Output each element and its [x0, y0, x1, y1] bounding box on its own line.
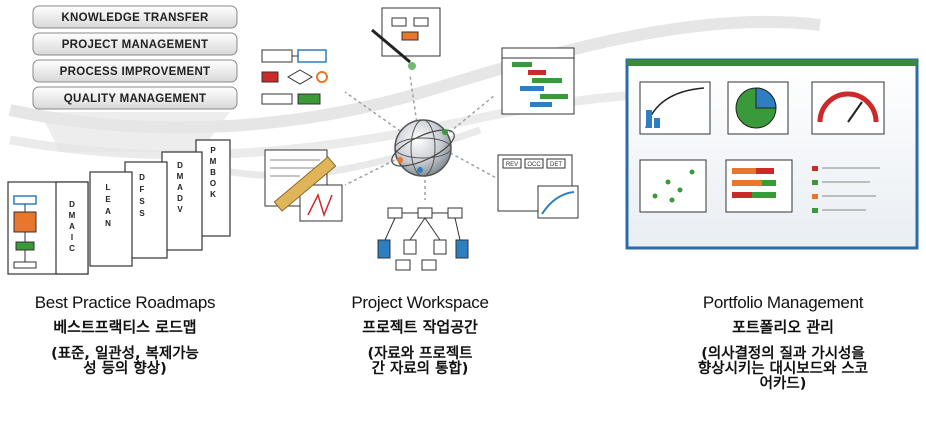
stack-label-project-management: PROJECT MANAGEMENT	[62, 39, 209, 51]
stack-pill: QUALITY MANAGEMENT	[32, 86, 238, 110]
network-diagram	[377, 207, 469, 271]
tab-label-rev: REV	[506, 162, 518, 168]
svg-text:A: A	[105, 207, 111, 216]
caption-title: Portfolio Management	[702, 293, 864, 312]
caption-korean: 프로젝트 작업공간	[362, 318, 478, 336]
caption-title: Best Practice Roadmaps	[34, 293, 216, 312]
stack-label-quality-management: QUALITY MANAGEMENT	[64, 93, 207, 105]
svg-text:E: E	[105, 195, 111, 204]
caption-description: (자료와 프로젝트 간 자료의 통합)	[367, 346, 473, 377]
svg-text:B: B	[210, 168, 216, 177]
svg-text:M: M	[69, 211, 76, 220]
caption-description: (의사결정의 질과 가시성을 향상시키는 대시보드와 스코 어카드)	[697, 346, 869, 392]
caption-korean: 베스트프랙티스 로드맵	[53, 318, 197, 336]
stack-pill: KNOWLEDGE TRANSFER	[32, 5, 238, 29]
svg-text:A: A	[177, 183, 183, 192]
stack-pill: PROCESS IMPROVEMENT	[32, 59, 238, 83]
svg-text:F: F	[140, 185, 145, 194]
roadmap-card-lean: L E A N	[89, 171, 133, 267]
flowchart-doc	[261, 49, 328, 105]
column-workspace: Project Workspace 프로젝트 작업공간 (자료와 프로젝트 간 …	[320, 293, 520, 377]
tab-label-det: DET	[550, 162, 562, 168]
svg-text:D: D	[69, 200, 75, 209]
stack-label-knowledge-transfer: KNOWLEDGE TRANSFER	[61, 12, 209, 24]
svg-text:A: A	[69, 222, 75, 231]
project-workspace-cluster: REV OCC DET	[261, 7, 579, 271]
stack-label-process-improvement: PROCESS IMPROVEMENT	[60, 66, 211, 78]
roadmap-cards: P M B O K D M A D V D F S S L E A N	[7, 139, 231, 275]
caption-title: Project Workspace	[351, 293, 489, 312]
caption-korean: 포트폴리오 관리	[732, 318, 834, 336]
svg-text:C: C	[69, 244, 75, 253]
column-portfolio: Portfolio Management 포트폴리오 관리 (의사결정의 질과 …	[640, 293, 926, 392]
svg-text:V: V	[177, 205, 183, 214]
svg-text:D: D	[177, 194, 183, 203]
roadmap-card-dmadv: D M A D V	[161, 151, 203, 251]
svg-text:K: K	[210, 190, 216, 199]
report-with-ruler	[264, 149, 343, 222]
svg-text:M: M	[210, 157, 217, 166]
discipline-stack: KNOWLEDGE TRANSFER PROJECT MANAGEMENT PR…	[32, 5, 238, 152]
svg-text:D: D	[139, 173, 145, 182]
tab-label-occ: OCC	[527, 162, 541, 168]
svg-text:D: D	[177, 161, 183, 170]
caption-description: (표준, 일관성, 복제가능 성 등의 향상)	[51, 346, 199, 377]
svg-text:I: I	[71, 233, 73, 242]
globe-hub	[391, 119, 455, 177]
document-with-pen	[371, 7, 441, 70]
svg-text:O: O	[210, 179, 216, 188]
svg-text:M: M	[177, 172, 184, 181]
svg-text:S: S	[139, 209, 145, 218]
svg-text:L: L	[106, 183, 111, 192]
svg-text:N: N	[105, 219, 111, 228]
portfolio-dashboard	[625, 58, 919, 250]
column-roadmaps: Best Practice Roadmaps 베스트프랙티스 로드맵 (표준, …	[0, 293, 250, 377]
svg-text:P: P	[210, 146, 216, 155]
gantt-chart-doc	[501, 47, 575, 115]
fmea-table-doc: REV OCC DET	[497, 154, 579, 219]
svg-text:S: S	[139, 197, 145, 206]
stack-pill: PROJECT MANAGEMENT	[32, 32, 238, 56]
roadmap-card-dmaic: D M A I C	[7, 181, 89, 275]
